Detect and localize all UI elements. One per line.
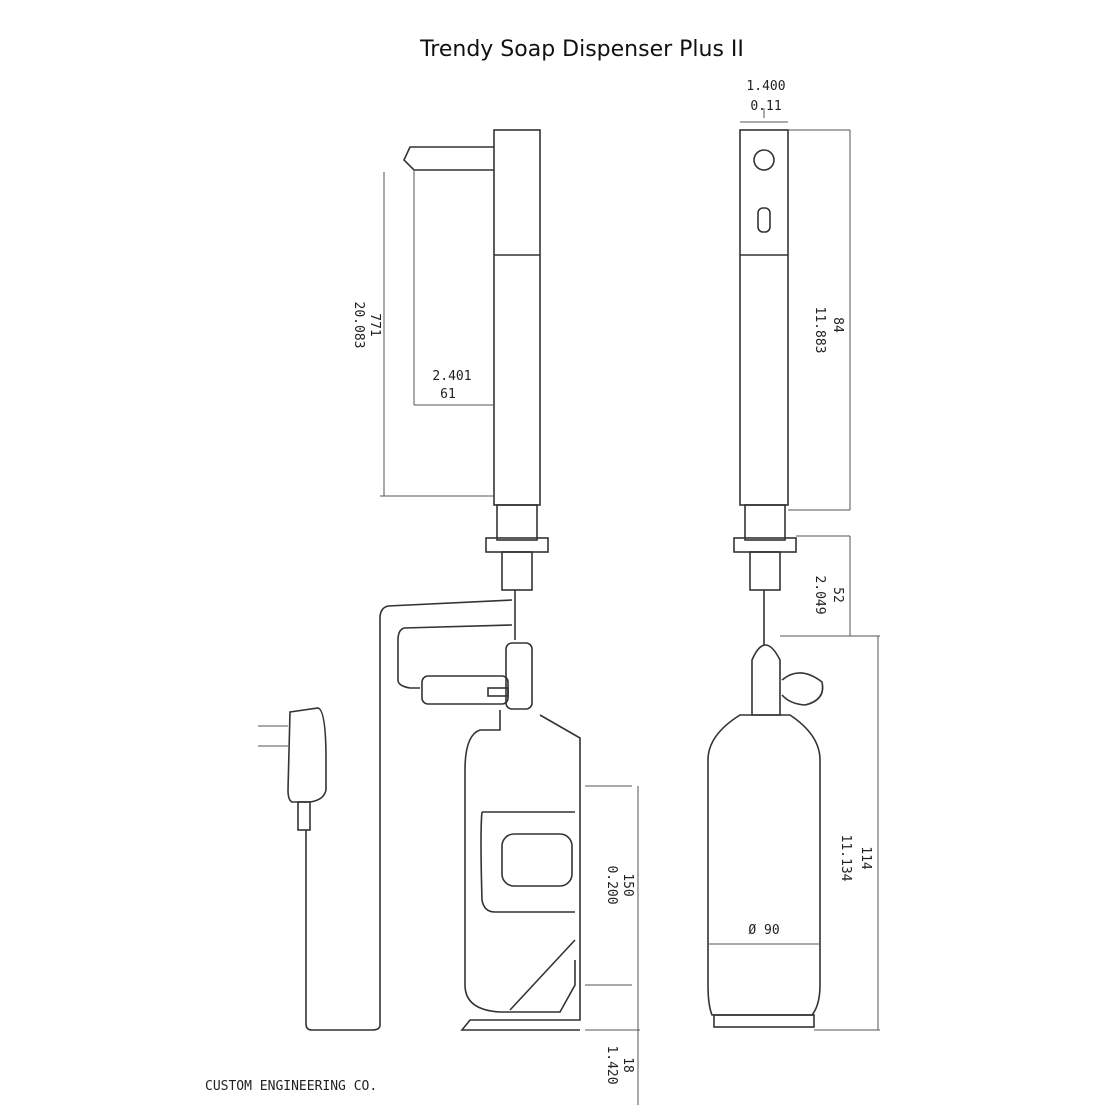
spout-height-in: 20.083	[351, 302, 366, 349]
top-width-in: 1.400	[746, 79, 785, 94]
top-width-mm: 0.11	[750, 99, 781, 114]
bracket-in: 0.200	[604, 865, 619, 904]
spout-reach-in: 2.401	[432, 369, 471, 384]
shank-in: 2.049	[812, 575, 827, 614]
body-height-mm: 84	[830, 317, 845, 333]
bottle-height-in: 11.134	[838, 835, 853, 882]
shank-mm: 52	[830, 587, 845, 603]
spout-height-mm: 771	[367, 313, 382, 336]
base-in: 1.420	[604, 1045, 619, 1084]
footer-company: CUSTOM ENGINEERING CO.	[205, 1079, 377, 1094]
front-view: Ø 90 1.400 0.11 11.883 84 2.049 52 11.13…	[707, 79, 880, 1031]
bottle-height-mm: 114	[858, 846, 873, 870]
base-mm: 18	[620, 1057, 635, 1073]
side-view: 20.083 771 2.401 61 0.200 150 1.420 18	[258, 129, 640, 1105]
body-height-in: 11.883	[812, 307, 827, 354]
diagram-title: Trendy Soap Dispenser Plus II	[419, 37, 744, 62]
bottle-diameter: Ø 90	[748, 923, 779, 938]
bracket-mm: 150	[620, 873, 635, 896]
spout-reach-mm: 61	[440, 387, 456, 402]
